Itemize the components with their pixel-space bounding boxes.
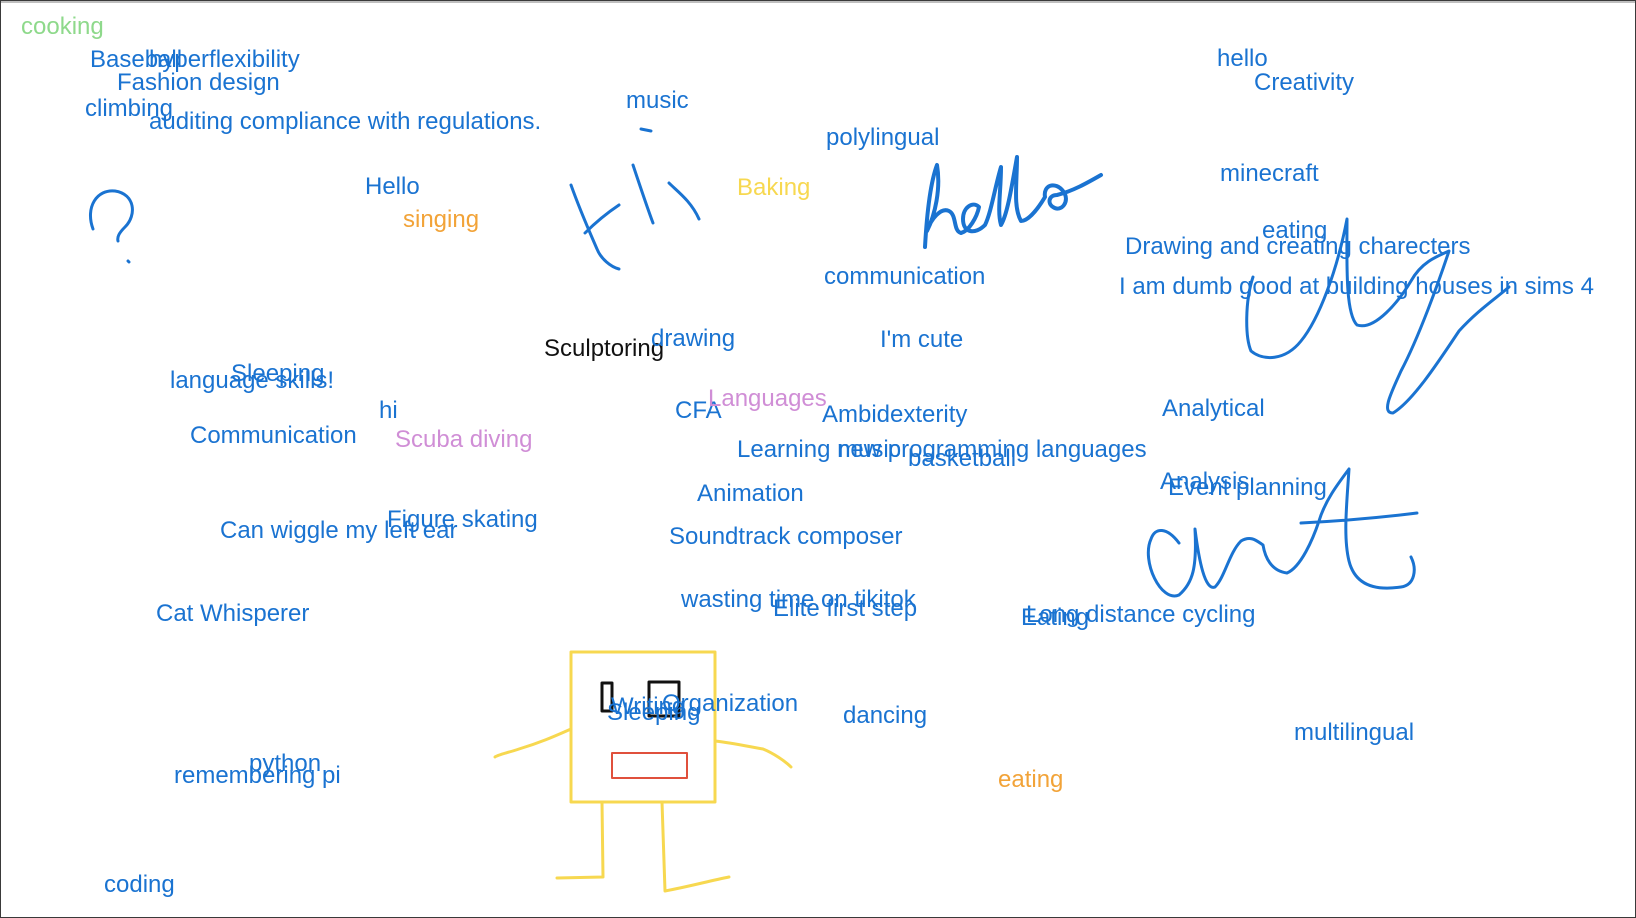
robot-right-arm [713, 739, 793, 769]
sticky-note[interactable]: Eating [1021, 604, 1090, 631]
robot-left-leg [555, 800, 605, 880]
sticky-note[interactable]: Scuba diving [395, 426, 533, 453]
robot-left-arm [493, 727, 573, 759]
sticky-note[interactable]: music [838, 436, 901, 463]
sticky-note[interactable]: minecraft [1220, 160, 1319, 187]
sticky-note[interactable]: polylingual [826, 124, 940, 151]
sticky-note[interactable]: Event planning [1168, 474, 1327, 501]
sticky-note[interactable]: eating [998, 766, 1064, 793]
sticky-note[interactable]: Analysis [1160, 468, 1250, 495]
sticky-note[interactable]: drawing [651, 325, 736, 352]
sticky-note[interactable]: Sculptoring [544, 335, 665, 362]
sticky-note[interactable]: remembering pi [174, 762, 341, 789]
sticky-note[interactable]: coding [104, 871, 175, 898]
sticky-note[interactable]: Communication [190, 422, 357, 449]
sticky-note[interactable]: Creativity [1254, 69, 1355, 96]
sticky-note[interactable]: language skills! [170, 367, 335, 394]
robot-body [569, 650, 717, 804]
sticky-note[interactable]: I'm cute [880, 326, 964, 353]
sticky-note[interactable]: climbing [85, 95, 174, 122]
question-mark-drawing [89, 189, 134, 243]
sticky-note[interactable]: music [626, 87, 689, 114]
sticky-note[interactable]: cooking [21, 13, 104, 40]
sticky-note[interactable]: Fashion design [117, 69, 280, 96]
sticky-note[interactable]: Baking [737, 174, 811, 201]
sticky-note[interactable]: hello [1217, 45, 1268, 72]
sticky-note[interactable]: dancing [843, 702, 928, 729]
sticky-note[interactable]: Drawing and creating charecters [1125, 233, 1471, 260]
sticky-note[interactable]: basketball [908, 445, 1017, 472]
sticky-note[interactable]: hi [379, 397, 398, 424]
sticky-note[interactable]: Elite first step [773, 595, 918, 622]
sticky-note[interactable]: Organization [662, 690, 799, 717]
robot-mouth [611, 752, 688, 779]
sticky-note[interactable]: singing [403, 206, 480, 233]
question-mark-dot [126, 259, 131, 264]
sticky-note[interactable]: Soundtrack composer [669, 523, 903, 550]
sticky-note[interactable]: CFA [675, 397, 722, 424]
sticky-note[interactable]: Analytical [1162, 395, 1265, 422]
sticky-note[interactable]: Long distance cycling [1026, 601, 1256, 628]
sticky-note[interactable]: communication [824, 263, 986, 290]
sticky-note[interactable]: Writing [611, 693, 686, 720]
sticky-note[interactable]: multilingual [1294, 719, 1415, 746]
sticky-note[interactable]: Ambidexterity [822, 401, 968, 428]
sticky-note[interactable]: Hello [365, 173, 420, 200]
sticky-note[interactable]: Animation [697, 480, 804, 507]
sticky-note[interactable]: auditing compliance with regulations. [149, 108, 542, 135]
sticky-note[interactable]: hyperflexibility [149, 46, 300, 73]
sticky-note[interactable]: Learning new programming languages [737, 436, 1147, 463]
sticky-note[interactable]: Sleeping [607, 699, 701, 726]
sticky-note[interactable]: Baseball [90, 46, 183, 73]
hello-handwriting [923, 155, 1103, 249]
robot-right-leg [660, 800, 731, 893]
sticky-note[interactable]: Languages [708, 385, 827, 412]
sticky-note[interactable]: wasting time on tikitok [681, 586, 916, 613]
sticky-note[interactable]: python [249, 750, 322, 777]
sticky-note[interactable]: eating [1262, 217, 1328, 244]
sticky-note[interactable]: I am dumb good at building houses in sim… [1119, 273, 1594, 300]
sticky-note[interactable]: Cat Whisperer [156, 600, 310, 627]
sticky-note[interactable]: Can wiggle my left ear [220, 517, 458, 544]
sticky-note[interactable]: Figure skating [387, 506, 538, 533]
sticky-note[interactable]: Sleeping [231, 360, 325, 387]
fli-scribble [569, 127, 701, 271]
